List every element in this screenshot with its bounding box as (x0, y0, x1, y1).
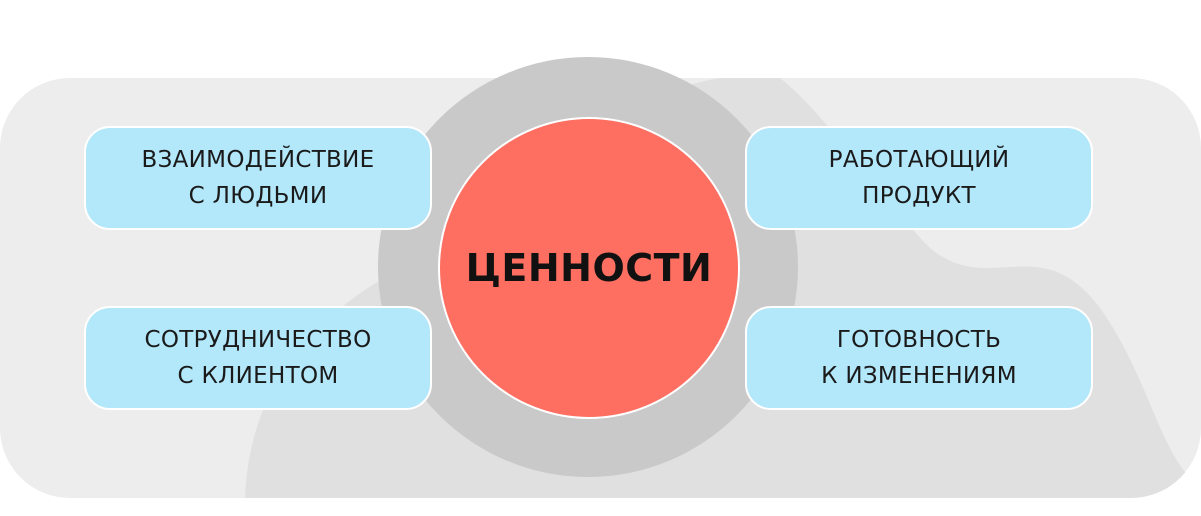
center-circle: ЦЕННОСТИ (438, 117, 740, 419)
value-line: К ИЗМЕНЕНИЯМ (821, 363, 1017, 389)
value-box-working-product: РАБОТАЮЩИЙ ПРОДУКТ (745, 126, 1093, 230)
value-box-people-interaction: ВЗАИМОДЕЙСТВИЕ С ЛЮДЬМИ (84, 126, 432, 230)
value-line: ГОТОВНОСТЬ (836, 327, 1002, 353)
center-title: ЦЕННОСТИ (465, 246, 713, 290)
value-line: ВЗАИМОДЕЙСТВИЕ (141, 147, 375, 173)
value-line: СОТРУДНИЧЕСТВО (144, 327, 372, 353)
value-line: РАБОТАЮЩИЙ (828, 147, 1010, 173)
value-line: ПРОДУКТ (862, 183, 976, 209)
value-line: С ЛЮДЬМИ (188, 183, 328, 209)
value-line: С КЛИЕНТОМ (177, 363, 339, 389)
value-box-readiness-for-change: ГОТОВНОСТЬ К ИЗМЕНЕНИЯМ (745, 306, 1093, 410)
value-box-customer-collaboration: СОТРУДНИЧЕСТВО С КЛИЕНТОМ (84, 306, 432, 410)
